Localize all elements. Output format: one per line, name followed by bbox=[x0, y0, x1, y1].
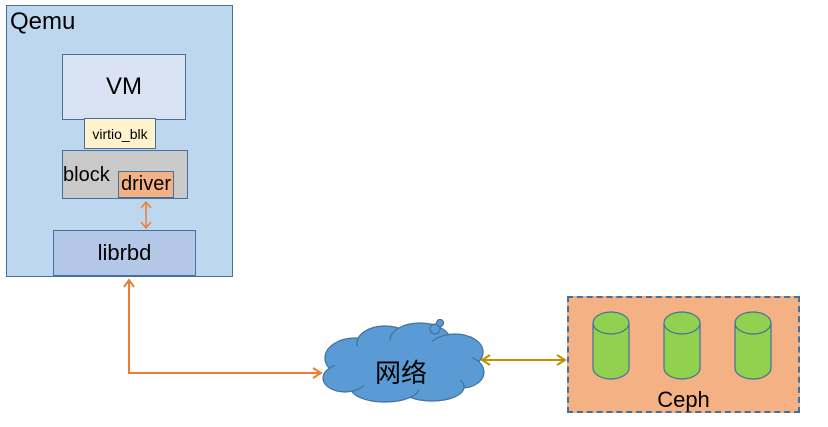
driver-librbd-arrow bbox=[140, 200, 152, 230]
virtio-blk-label: virtio_blk bbox=[92, 125, 148, 142]
disk-icon bbox=[734, 311, 772, 380]
qemu-label: Qemu bbox=[10, 8, 76, 35]
driver-box: driver bbox=[118, 171, 174, 198]
ceph-label: Ceph bbox=[657, 387, 710, 412]
librbd-label: librbd bbox=[97, 240, 152, 265]
virtio-blk-box: virtio_blk bbox=[84, 118, 156, 149]
ceph-disks bbox=[592, 311, 772, 380]
librbd-network-arrow bbox=[123, 278, 323, 379]
network-label: 网络 bbox=[375, 358, 428, 388]
disk-icon bbox=[663, 311, 701, 380]
vm-label: VM bbox=[106, 73, 142, 100]
block-label: block bbox=[63, 164, 110, 186]
disk-icon bbox=[592, 311, 630, 380]
librbd-box: librbd bbox=[53, 230, 196, 277]
network-cloud-fill bbox=[335, 340, 475, 390]
network-ceph-arrow bbox=[480, 354, 567, 366]
driver-label: driver bbox=[120, 173, 171, 195]
